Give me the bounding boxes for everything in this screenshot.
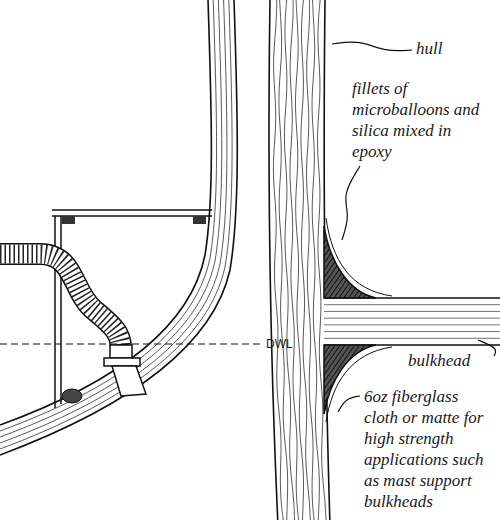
leader-line xyxy=(338,396,360,412)
hull-ply xyxy=(0,0,211,425)
ply-layer xyxy=(324,331,500,332)
callout-label: fillets of microballoons and silica mixe… xyxy=(352,78,480,162)
support-panel xyxy=(60,216,62,404)
support-panel xyxy=(54,216,56,408)
hose-ribs xyxy=(0,254,121,346)
epoxy-fillet xyxy=(324,226,376,298)
ply-layer xyxy=(324,318,500,319)
callout-label: 6oz fiberglass cloth or matte for high s… xyxy=(364,386,496,512)
wood-grain xyxy=(284,0,294,520)
leader-line xyxy=(342,166,360,240)
hull-shell xyxy=(269,0,330,526)
wood-grain xyxy=(301,0,310,520)
callout-label: bulkhead xyxy=(408,350,492,371)
hull-shell xyxy=(0,0,237,455)
wood-grain xyxy=(273,0,283,520)
shelf xyxy=(52,209,212,211)
bulkhead-detail xyxy=(324,298,500,345)
callout-label: hull xyxy=(416,38,476,59)
bulkhead-panel xyxy=(324,298,500,345)
hull-ply xyxy=(0,0,232,449)
hose xyxy=(0,254,121,346)
callout-label: DWL xyxy=(266,337,306,351)
flange xyxy=(104,358,140,366)
cleat xyxy=(193,216,206,224)
hull-ply xyxy=(0,0,222,437)
hose-nut xyxy=(110,345,132,358)
wood-grain xyxy=(290,0,299,520)
hull-section xyxy=(0,0,237,455)
ply-layer xyxy=(324,338,500,339)
ply-layer xyxy=(324,304,500,305)
hull-ply xyxy=(0,0,217,431)
wood-grain xyxy=(279,0,288,520)
leader-line xyxy=(332,42,412,51)
ply-layer xyxy=(324,311,500,312)
hull-detail xyxy=(269,0,330,526)
wood-grain xyxy=(307,0,315,520)
leader-line xyxy=(478,340,496,356)
wood-grain xyxy=(269,0,278,520)
hull-ply xyxy=(0,0,237,455)
through-hull xyxy=(112,366,146,396)
fillet-blob xyxy=(62,389,82,403)
hull-ply xyxy=(0,0,227,443)
hose xyxy=(0,254,121,346)
fiberglass-tape xyxy=(326,218,392,296)
hose-fitting xyxy=(0,210,212,408)
waterline xyxy=(0,344,262,345)
cleat xyxy=(62,216,75,224)
shelf xyxy=(52,215,212,217)
ply-layer xyxy=(324,324,500,325)
